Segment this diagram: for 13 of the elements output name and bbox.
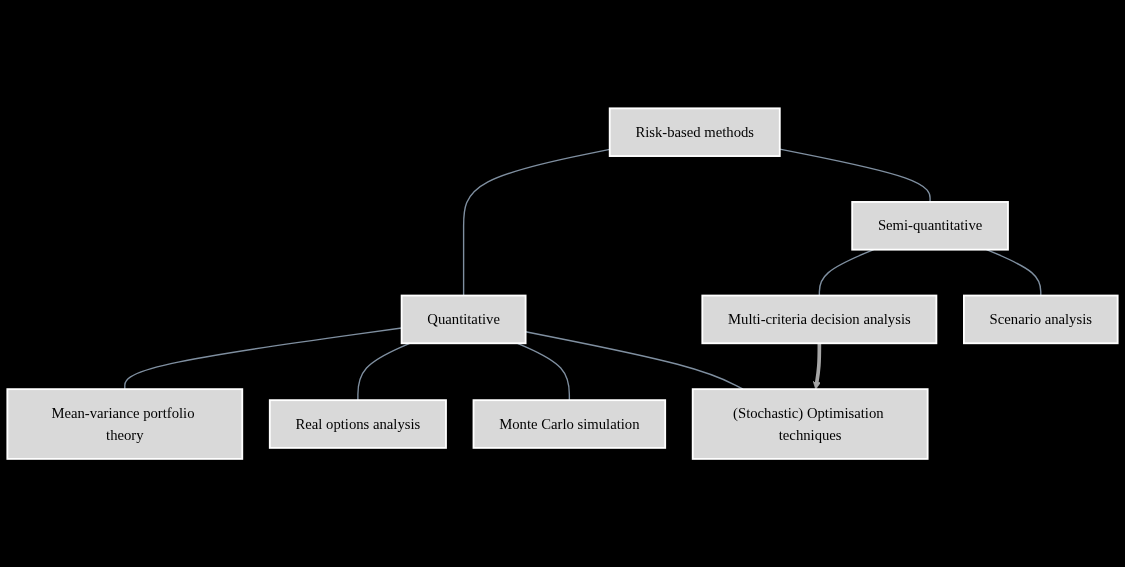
node-box: Multi-criteria decision analysis: [701, 294, 938, 345]
node-box: (Stochastic) Optimisation techniques: [691, 388, 929, 460]
connector: [516, 342, 571, 401]
connector: [357, 342, 411, 401]
arrow: [812, 343, 822, 390]
connector: [779, 148, 931, 203]
node-box: Risk-based methods: [608, 107, 781, 157]
node-box: Monte Carlo simulation: [472, 399, 667, 449]
node-box: Scenario analysis: [963, 294, 1119, 345]
node-box: Semi-quantitative: [851, 200, 1009, 251]
node-box: Real options analysis: [268, 399, 447, 449]
node-box: Mean-variance portfolio theory: [6, 388, 244, 460]
node-box: Quantitative: [400, 294, 527, 345]
